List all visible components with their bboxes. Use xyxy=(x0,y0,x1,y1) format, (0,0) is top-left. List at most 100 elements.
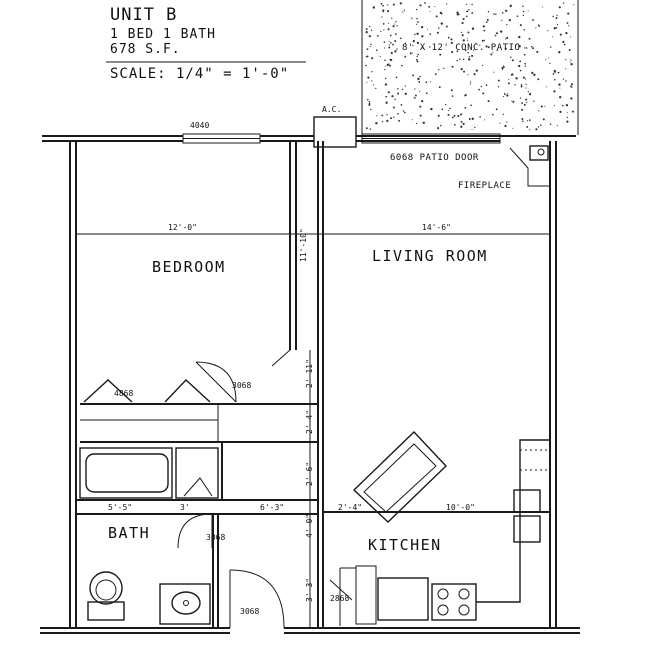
patio-speck xyxy=(504,47,507,50)
patio-speck xyxy=(394,50,397,53)
patio-speck xyxy=(390,51,393,55)
patio-speck xyxy=(441,108,444,111)
patio-speck xyxy=(468,118,471,120)
patio-speck xyxy=(479,44,481,46)
patio-speck xyxy=(533,73,536,76)
patio-speck xyxy=(456,50,459,53)
fireplace: FIREPLACE xyxy=(458,145,550,191)
patio-speck xyxy=(416,41,420,45)
patio-speck xyxy=(417,77,420,81)
closet-label-4868: 4868 xyxy=(114,389,133,398)
patio-speck xyxy=(464,93,467,97)
patio-speck xyxy=(389,64,391,67)
patio-speck xyxy=(440,22,443,25)
patio-speck xyxy=(451,95,454,97)
patio-speck xyxy=(382,9,385,12)
patio-speck xyxy=(512,100,515,103)
window-label-4040: 4040 xyxy=(190,121,209,130)
patio-speck xyxy=(372,6,375,9)
patio-speck xyxy=(375,49,378,52)
patio-speck xyxy=(384,68,386,71)
patio-speck xyxy=(387,22,389,24)
patio-speck xyxy=(528,37,531,40)
patio-speck xyxy=(531,45,533,48)
patio-speck xyxy=(525,87,527,89)
patio-speck xyxy=(467,51,469,54)
patio-speck xyxy=(387,91,390,94)
patio-speck xyxy=(366,81,368,83)
patio-speck xyxy=(553,27,556,30)
patio-speck xyxy=(532,19,535,21)
patio-door-label: 6068 PATIO DOOR xyxy=(390,153,479,163)
patio-speck xyxy=(492,113,494,116)
patio-speck xyxy=(521,102,523,104)
patio-speck xyxy=(386,63,389,67)
patio-speck xyxy=(555,17,558,19)
patio-speck xyxy=(480,85,483,88)
patio-speck xyxy=(416,60,419,63)
dim-kitchen-b: 10'-0" xyxy=(446,503,475,512)
patio-speck xyxy=(372,84,375,86)
patio-speck xyxy=(397,92,400,95)
patio-speck xyxy=(440,124,442,127)
patio-speck xyxy=(466,38,469,40)
patio-speck xyxy=(524,65,527,67)
patio-speck xyxy=(399,2,402,5)
patio-speck xyxy=(402,11,404,13)
patio-speck xyxy=(471,27,475,30)
patio-speck xyxy=(414,33,416,36)
kitchen-fixtures xyxy=(377,439,550,621)
patio-speck xyxy=(486,18,489,21)
patio-speck xyxy=(473,73,476,76)
patio-speck xyxy=(462,58,465,61)
patio-speck xyxy=(528,93,532,96)
interior-walls xyxy=(76,141,550,628)
patio-speck xyxy=(485,45,488,48)
patio-speck xyxy=(562,104,564,107)
patio-speck xyxy=(522,10,525,13)
patio-speck xyxy=(565,68,567,70)
patio-speck xyxy=(460,67,463,71)
closet-label-3068: 3068 xyxy=(232,381,251,390)
patio-speck xyxy=(380,30,382,33)
patio-speck xyxy=(566,120,569,123)
bed-bath-label: 1 BED 1 BATH xyxy=(110,27,216,42)
patio-speck xyxy=(419,114,422,117)
patio-speck xyxy=(570,36,572,38)
patio-speck xyxy=(551,36,553,38)
patio-speck xyxy=(365,55,368,58)
patio-speck xyxy=(499,122,501,124)
patio-speck xyxy=(519,69,522,72)
patio-speck xyxy=(369,45,371,48)
patio-speck xyxy=(485,21,488,23)
patio-speck xyxy=(532,47,535,50)
patio-speck xyxy=(556,23,559,26)
patio-speck xyxy=(368,35,371,38)
patio-speck xyxy=(459,13,461,16)
patio-speck xyxy=(504,124,507,128)
patio-speck xyxy=(495,13,497,15)
patio-speck xyxy=(506,94,509,97)
patio-speck xyxy=(441,13,443,15)
patio-speck xyxy=(456,59,458,62)
patio-speck xyxy=(465,10,468,13)
patio-speck xyxy=(471,117,474,120)
patio-speck xyxy=(451,65,454,68)
patio-speck xyxy=(516,43,518,45)
patio-speck xyxy=(390,42,392,44)
unit-title: UNIT B xyxy=(110,5,177,25)
patio-speck xyxy=(494,34,497,37)
patio-speck xyxy=(453,123,456,126)
patio-speck xyxy=(462,123,465,126)
patio-speck xyxy=(483,39,486,42)
patio-speck xyxy=(512,127,514,129)
patio-speck xyxy=(419,90,421,92)
patio-speck xyxy=(387,4,389,6)
patio-speck xyxy=(536,50,539,53)
patio-speck xyxy=(380,2,383,5)
patio-speck xyxy=(481,64,484,67)
patio-speck xyxy=(392,43,394,46)
patio-speck xyxy=(562,78,565,80)
patio-speck xyxy=(566,22,569,24)
patio-speck xyxy=(421,35,424,38)
